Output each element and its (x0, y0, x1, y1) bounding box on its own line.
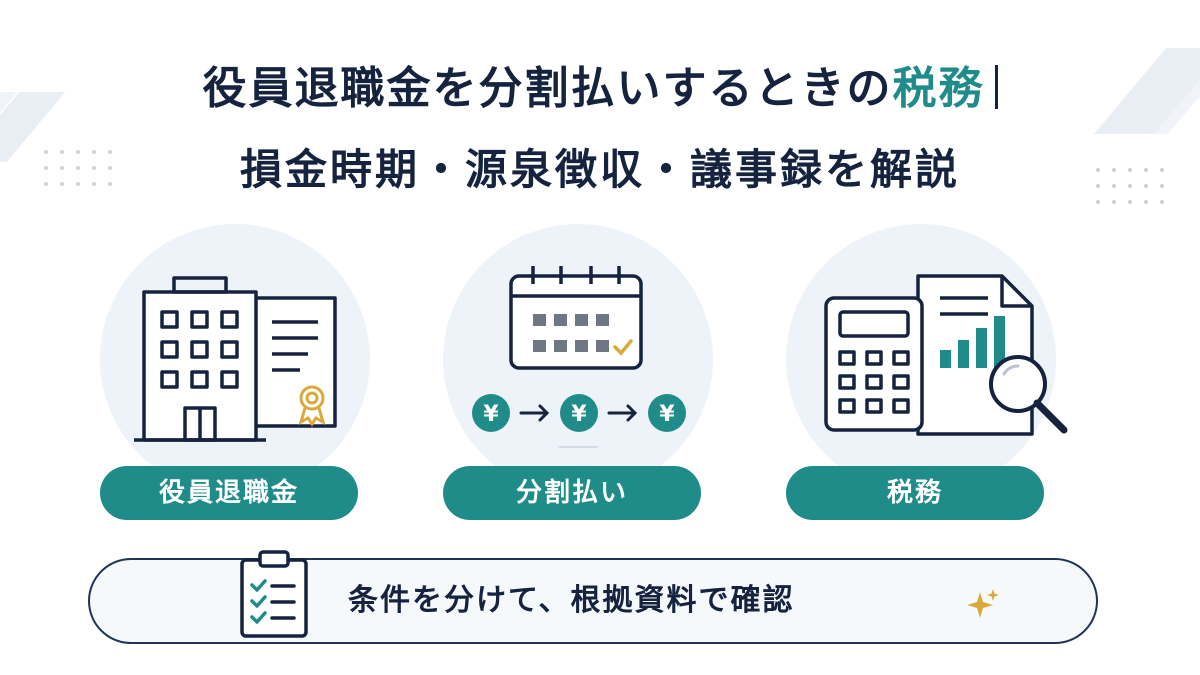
yen-coin-2: ¥ (571, 402, 587, 427)
clipboard-checklist-icon (240, 550, 308, 638)
bar-chart-graphic (940, 316, 1005, 368)
title-cursor-bar (994, 65, 998, 109)
page-subtitle: 損金時期・源泉徴収・議事録を解説 (239, 145, 960, 194)
decor-dots-right (1096, 168, 1164, 204)
card-label-tax: 税務 (786, 466, 1044, 520)
installment-coins (472, 394, 686, 432)
installment-divider (558, 446, 598, 448)
certificate-seal-icon (298, 385, 326, 427)
page-title-accent: 税務 (892, 63, 985, 114)
yen-coin-3: ¥ (659, 402, 675, 427)
banner-text: 条件を分けて、根拠資料で確認 (348, 583, 795, 618)
sparkle-icon (967, 589, 999, 618)
office-building-certificate-icon (134, 276, 337, 442)
yen-coin-1: ¥ (483, 402, 499, 427)
calculator-report-magnifier-icon (824, 274, 1068, 436)
page-title: 役員退職金を分割払いするときの税務 (0, 52, 1200, 116)
calendar-installments-icon: ¥ ¥ ¥ (472, 266, 686, 432)
card-label-executive-retirement: 役員退職金 (100, 466, 358, 520)
calendar-check-icon (613, 339, 633, 356)
arrow-right-icon (519, 404, 638, 422)
card-label-installment: 分割払い (443, 466, 701, 520)
page-title-main: 役員退職金を分割払いするときの (202, 63, 893, 114)
decor-dots-left (44, 150, 112, 186)
magnifier-icon (989, 355, 1068, 434)
